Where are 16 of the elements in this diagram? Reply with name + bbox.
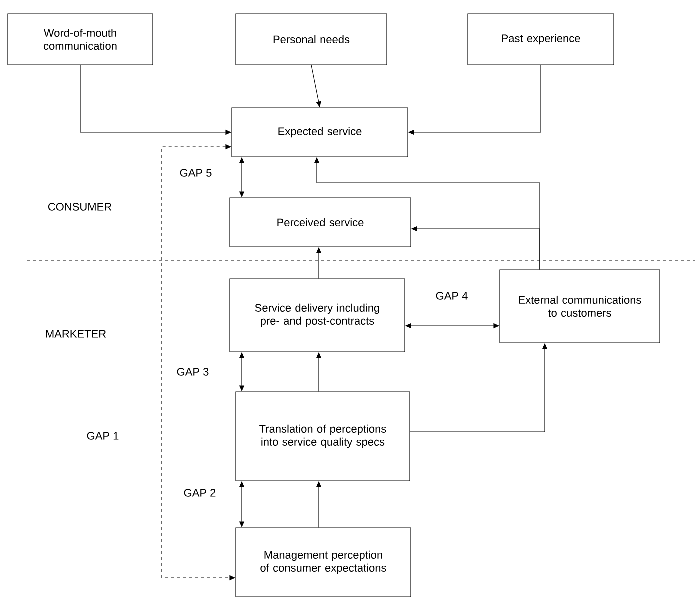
process-box: Word-of-mouth communication (8, 14, 154, 66)
process-box: Expected service (232, 108, 408, 158)
gap-label: GAP 2 (182, 488, 218, 498)
gap-label: GAP 5 (178, 168, 214, 178)
process-box: Perceived service (230, 198, 412, 248)
gap-label: GAP 3 (176, 367, 210, 377)
side-label: CONSUMER (48, 203, 112, 211)
side-label: GAP 1 (87, 432, 119, 440)
gap-label: GAP 4 (434, 291, 470, 301)
process-box: Service delivery including pre- and post-contracts (230, 278, 406, 352)
process-box: External communications to customers (500, 270, 660, 344)
process-box: Past experience (468, 14, 614, 66)
process-box: Management perception of consumer expectations (236, 528, 412, 598)
process-box: Translation of perceptions into service quality specs (236, 392, 410, 482)
side-label: MARKETER (46, 330, 106, 338)
process-box: Personal needs (236, 14, 388, 66)
